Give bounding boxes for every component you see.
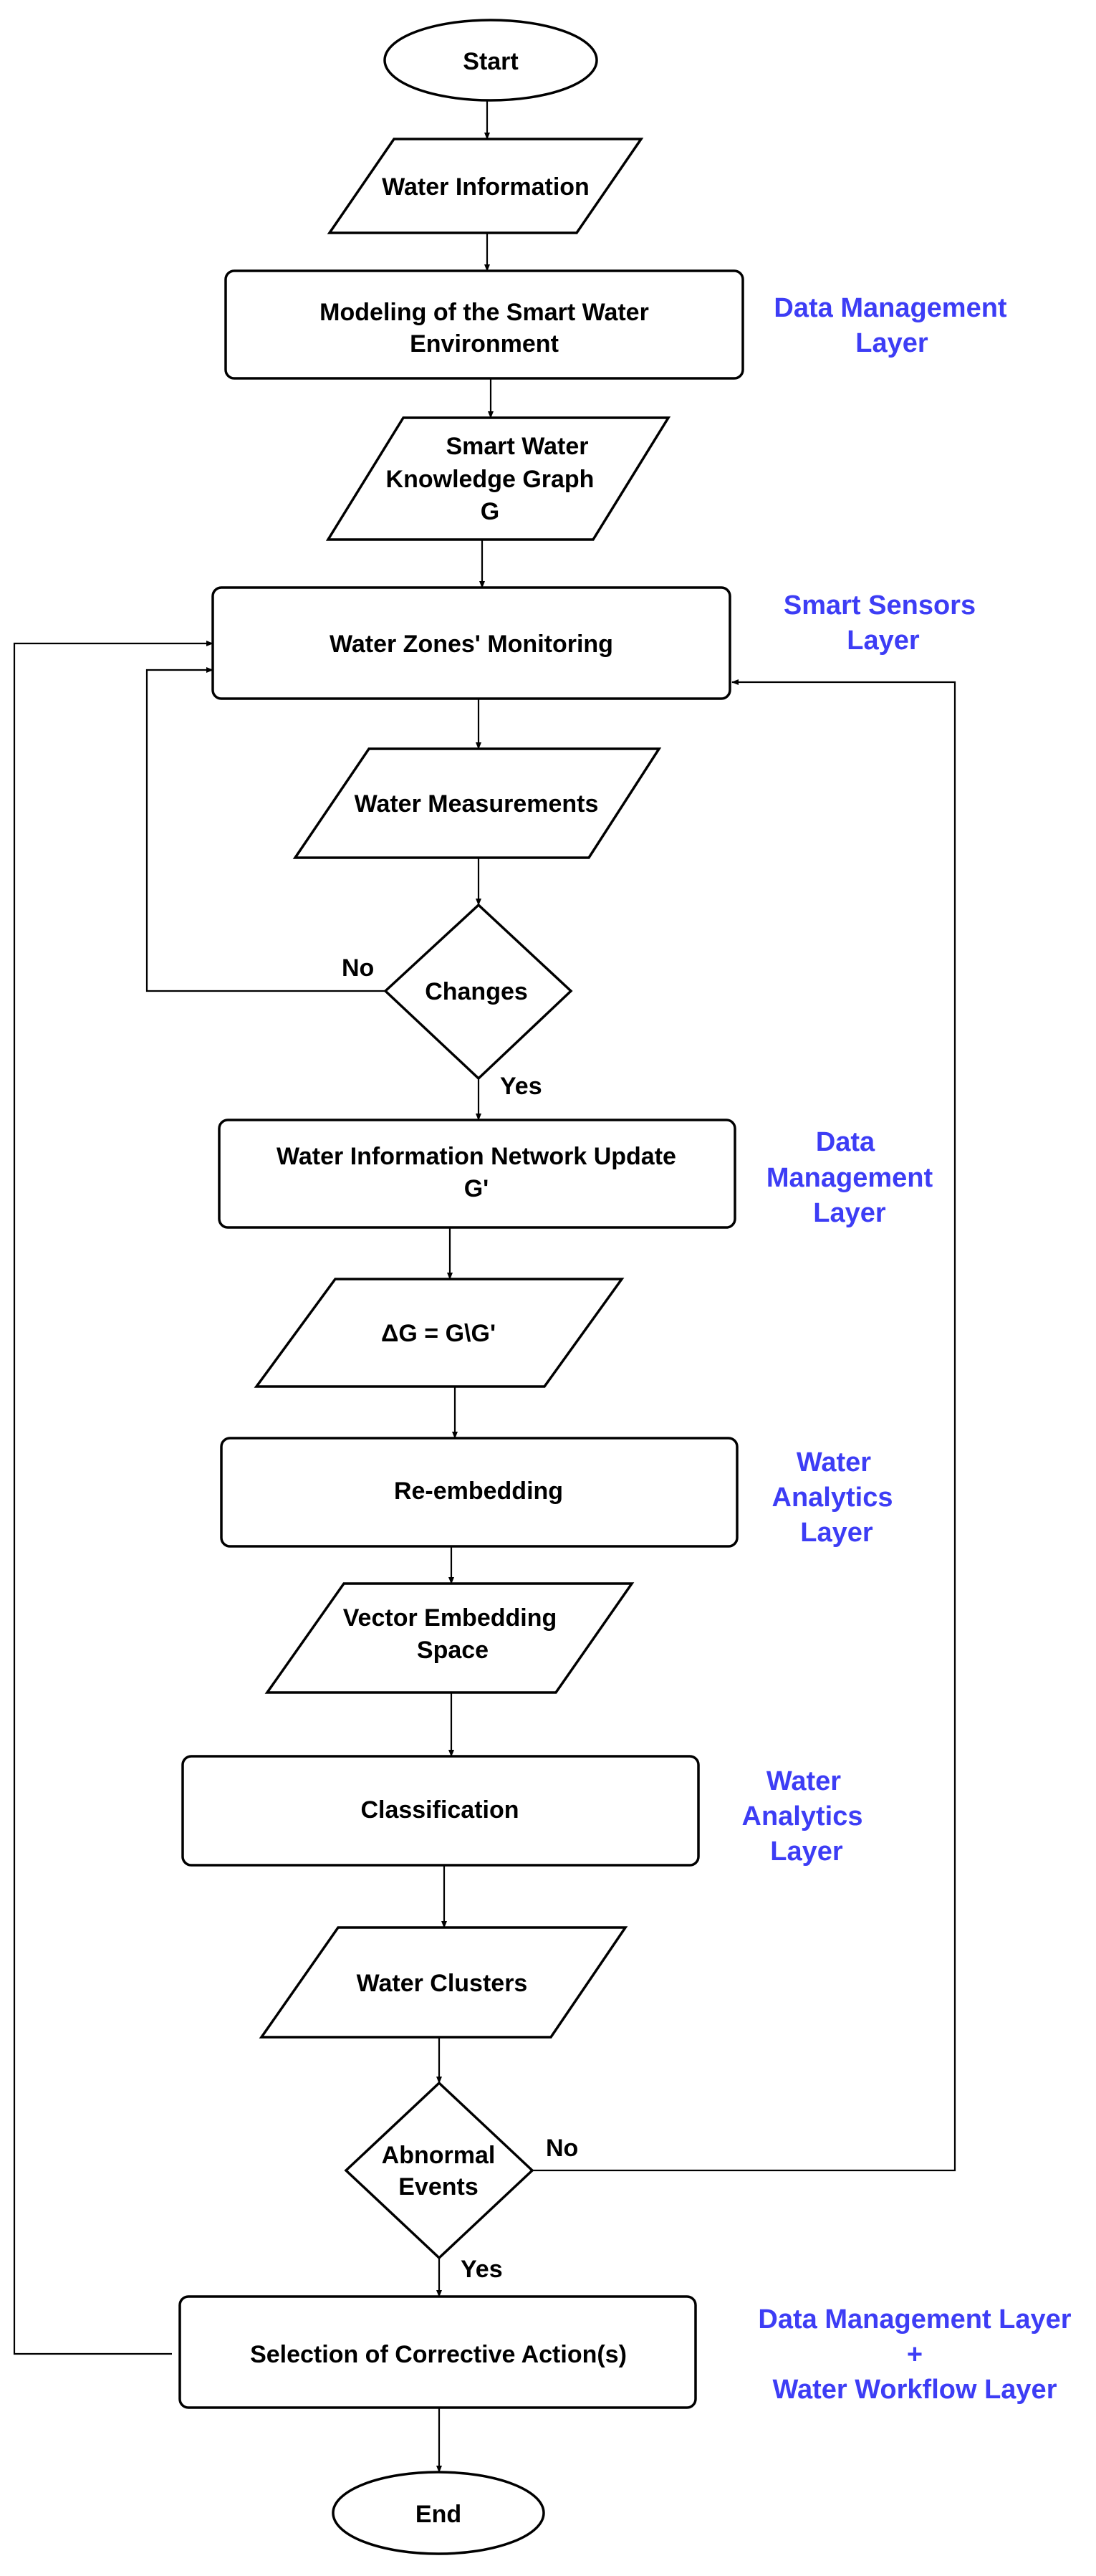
reembedding-label: Re-embedding — [394, 1478, 563, 1505]
changes-label: Changes — [425, 978, 528, 1005]
node-vector-space: Vector Embedding Space — [264, 1582, 635, 1694]
node-reembedding: Re-embedding — [220, 1437, 739, 1548]
node-water-information: Water Information — [327, 138, 644, 234]
network-update-label-line-1: Water Information Network Update — [277, 1143, 676, 1170]
changes-no-label: No — [342, 954, 374, 982]
knowledge-graph-label-line-3: G — [481, 498, 499, 525]
classification-label: Classification — [360, 1796, 519, 1824]
layer-data-management-2-line-3: Layer — [813, 1198, 886, 1228]
modeling-label-line-2: Environment — [410, 330, 559, 358]
layer-workflow: Data Management Layer + Water Workflow L… — [758, 2304, 1071, 2405]
water-clusters-label: Water Clusters — [357, 1970, 528, 1997]
layer-smart-sensors-line-2: Layer — [847, 626, 920, 656]
node-knowledge-graph: Smart Water Knowledge Graph G — [325, 416, 671, 541]
knowledge-graph-label-line-2: Knowledge Graph — [386, 466, 595, 493]
layer-water-analytics-1-line-3: Layer — [800, 1518, 873, 1548]
layer-data-management-2: Data Management Layer — [766, 1127, 933, 1228]
changes-yes-label: Yes — [500, 1073, 542, 1100]
layer-water-analytics-2-line-1: Water — [766, 1766, 841, 1796]
vector-space-label-line-2: Space — [417, 1637, 489, 1664]
node-corrective-action: Selection of Corrective Action(s) — [178, 2295, 697, 2409]
node-delta-g: ΔG = G\G' — [254, 1278, 625, 1388]
layer-water-analytics-2-line-2: Analytics — [742, 1801, 863, 1832]
start-label: Start — [463, 48, 518, 75]
node-changes-decision: Changes — [383, 903, 573, 1081]
layer-workflow-line-1: Data Management Layer — [758, 2304, 1071, 2335]
water-information-label: Water Information — [382, 173, 590, 201]
delta-g-label: ΔG = G\G' — [381, 1320, 496, 1347]
corrective-action-label: Selection of Corrective Action(s) — [250, 2341, 627, 2368]
knowledge-graph-label-line-1: Smart Water — [446, 433, 588, 460]
layer-workflow-line-3: Water Workflow Layer — [773, 2375, 1057, 2405]
node-network-update: Water Information Network Update G' — [218, 1119, 736, 1229]
layer-water-analytics-2-line-3: Layer — [770, 1837, 843, 1867]
layer-water-analytics-2: Water Analytics Layer — [742, 1766, 863, 1867]
layer-water-analytics-1-line-2: Analytics — [772, 1483, 893, 1513]
edge-abnormal-no-loop — [532, 679, 956, 2172]
node-classification: Classification — [181, 1755, 700, 1867]
node-zones-monitoring: Water Zones' Monitoring — [211, 586, 731, 700]
layer-data-management-1-line-2: Layer — [855, 328, 928, 358]
node-abnormal-decision: Abnormal Events — [344, 2081, 534, 2260]
abnormal-yes-label: Yes — [461, 2256, 503, 2283]
edge-changes-no-loop — [145, 667, 385, 992]
node-water-clusters: Water Clusters — [259, 1926, 628, 2039]
abnormal-no-label: No — [546, 2135, 578, 2162]
layer-smart-sensors: Smart Sensors Layer — [784, 590, 976, 656]
layer-data-management-2-line-2: Management — [766, 1163, 933, 1193]
water-measurements-label: Water Measurements — [355, 790, 599, 818]
node-modeling: Modeling of the Smart Water Environment — [224, 269, 744, 380]
end-label: End — [415, 2501, 461, 2528]
layer-water-analytics-1: Water Analytics Layer — [772, 1447, 893, 1548]
layer-workflow-line-2: + — [907, 2340, 923, 2370]
layer-data-management-2-line-1: Data — [816, 1127, 875, 1157]
layer-data-management-1: Data Management Layer — [774, 293, 1007, 358]
node-start: Start — [383, 19, 598, 102]
layer-data-management-1-line-1: Data Management — [774, 293, 1007, 323]
edge-corrective-loop — [13, 641, 213, 2355]
vector-space-label-line-1: Vector Embedding — [343, 1604, 557, 1632]
node-end: End — [332, 2471, 545, 2555]
zones-monitoring-label: Water Zones' Monitoring — [330, 631, 613, 658]
modeling-label-line-1: Modeling of the Smart Water — [319, 299, 649, 326]
network-update-label-line-2: G' — [464, 1175, 489, 1202]
connectors — [13, 100, 956, 2473]
abnormal-label-line-2: Events — [398, 2173, 479, 2201]
node-water-measurements: Water Measurements — [292, 747, 662, 859]
layer-smart-sensors-line-1: Smart Sensors — [784, 590, 976, 621]
layer-water-analytics-1-line-1: Water — [797, 1447, 871, 1478]
abnormal-label-line-1: Abnormal — [382, 2142, 496, 2169]
